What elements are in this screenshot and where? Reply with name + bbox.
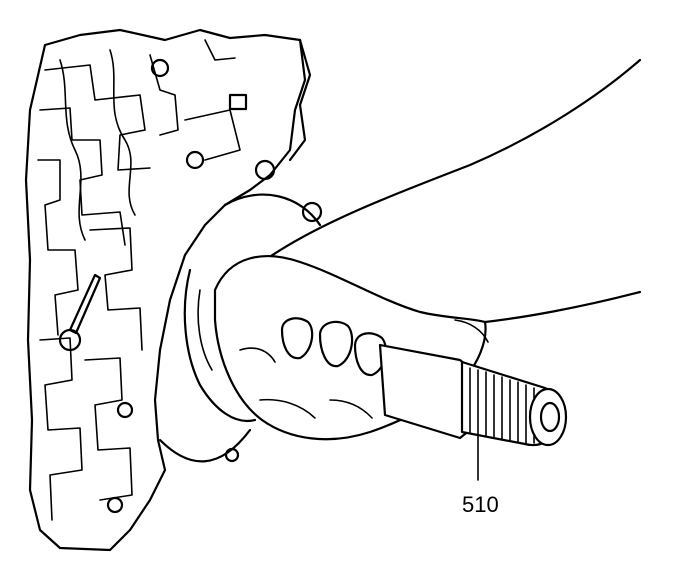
bore-housing (158, 193, 322, 463)
transmission-case (24, 28, 323, 552)
output-shaft (378, 343, 568, 481)
callout-label-510: 510 (462, 492, 499, 517)
